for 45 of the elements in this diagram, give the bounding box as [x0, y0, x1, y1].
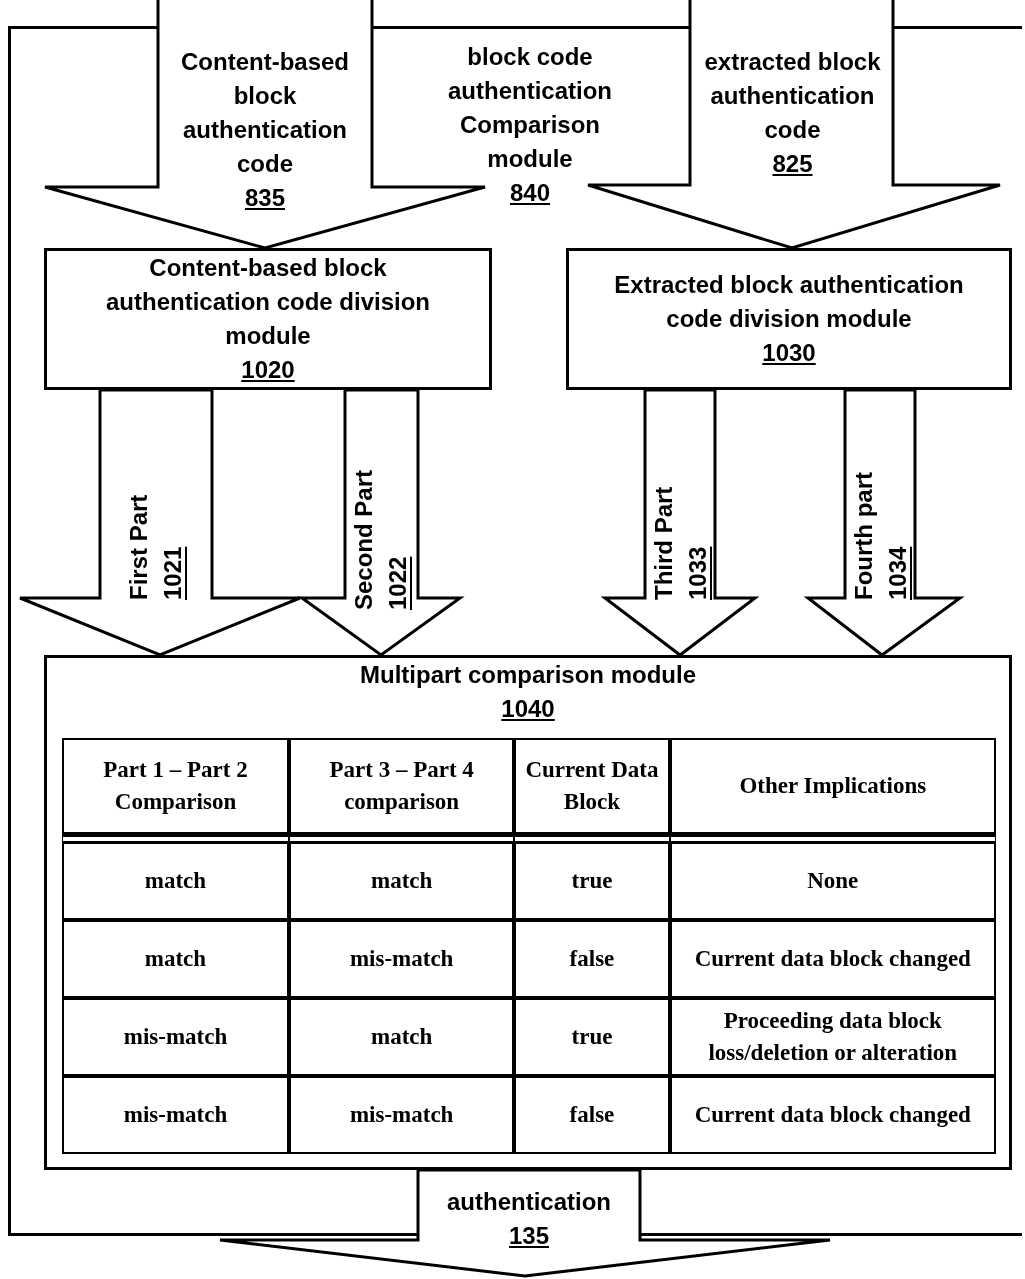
module-title: Extracted block authentication code division module: [613, 270, 965, 334]
edge-label: Second Part 1022: [349, 468, 412, 610]
reference-number: 1020: [241, 355, 295, 385]
edge-label: Fourth part 1034: [849, 471, 912, 600]
edge-label: First Part 1021: [124, 493, 187, 600]
header-cell: Part 3 – Part 4 comparison: [288, 738, 515, 834]
reference-number: 1030: [762, 338, 816, 368]
block-arrow: [600, 388, 760, 657]
header-cell: Part 1 – Part 2 Comparison: [62, 738, 289, 834]
module-title: Multipart comparison module: [360, 660, 696, 690]
table-cell: true: [514, 998, 670, 1076]
block-arrow: [18, 388, 302, 657]
header-cell: Other Implications: [669, 738, 996, 834]
table-cell: mis-match: [62, 1076, 289, 1154]
table-cell: match: [288, 998, 515, 1076]
block-arrow: [43, 0, 487, 250]
table-cell: match: [62, 834, 289, 920]
module-box: [44, 655, 1012, 1170]
table-cell: Current data block changed: [669, 920, 996, 998]
edge-label: authentication 135: [446, 1187, 612, 1251]
module-title: block code authentication Comparison module: [447, 42, 613, 174]
table-cell: None: [669, 834, 996, 920]
edge-label: Third Part 1033: [649, 485, 712, 600]
block-arrow: [297, 388, 465, 657]
table-cell: false: [514, 1076, 670, 1154]
table-cell: mis-match: [288, 1076, 515, 1154]
reference-number: 840: [509, 178, 550, 208]
table-cell: mis-match: [62, 998, 289, 1076]
table-cell: match: [288, 834, 515, 920]
table-cell: false: [514, 920, 670, 998]
module-box: [566, 248, 1012, 390]
table-cell: mis-match: [288, 920, 515, 998]
header-cell: Current Data Block: [514, 738, 670, 834]
block-arrow: [586, 0, 1002, 250]
module-box: [44, 248, 492, 390]
table-cell: Proceeding data block loss/deletion or alteration: [669, 998, 996, 1076]
module-title: Content-based block authentication code division module: [104, 253, 431, 351]
edge-label: Content-based block authentication code 835: [180, 47, 350, 213]
reference-number: 1040: [501, 694, 555, 724]
table-cell: Current data block changed: [669, 1076, 996, 1154]
block-arrow: [803, 388, 965, 657]
block-arrow: [218, 1168, 832, 1278]
table-cell: true: [514, 834, 670, 920]
edge-label: extracted block authentication code 825: [703, 47, 882, 179]
table-cell: match: [62, 920, 289, 998]
